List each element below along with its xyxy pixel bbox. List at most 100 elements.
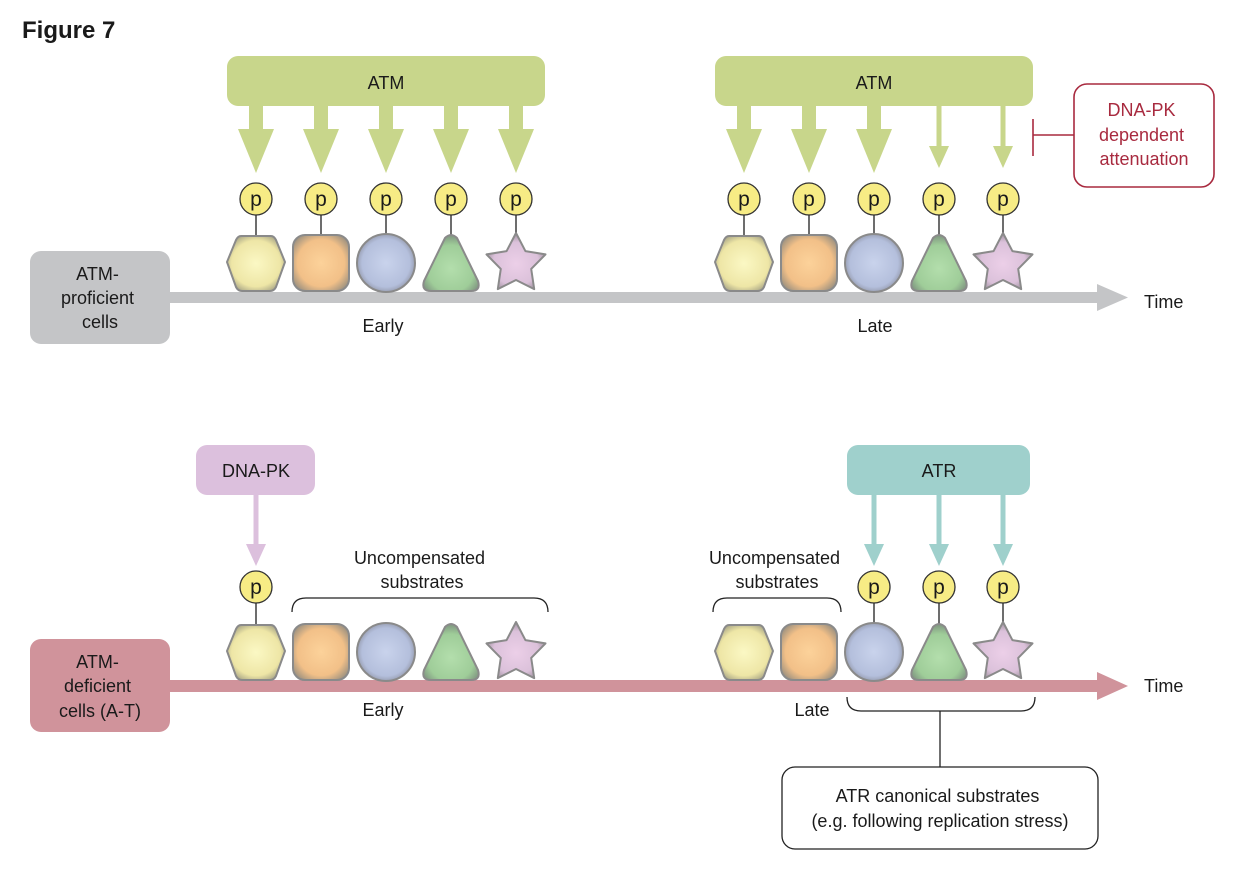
arrow-thin [993,104,1013,168]
attenuation-line: DNA-PK [1107,100,1175,120]
atm-kinase-label-late: ATM [856,73,893,93]
panel-atm-deficient: Time ATM- deficient cells (A-T) DNA-PK U… [30,445,1183,850]
substrate-star [972,621,1034,680]
phosphate-group: p [727,182,761,236]
arrow-head [368,129,404,173]
phosphate-group: p [986,570,1020,625]
time-axis-deficient [165,680,1100,692]
time-point-late: Late [794,700,829,720]
arrow-stem [249,104,263,131]
uncompensated-label-line: Uncompensated [709,548,840,568]
arrow-thick [433,104,469,173]
phosphate-label: p [250,188,262,211]
arrow-stem [509,104,523,131]
arrow-stem [1000,104,1006,148]
substrate [422,623,480,681]
phosphate-group: p [792,182,826,236]
arrow-head [929,146,949,168]
substrate-star [485,621,547,680]
arrow-thick [856,104,892,173]
substrate: p [910,104,968,292]
arrow-stem [444,104,458,131]
substrate-circle [844,233,904,293]
arrow-stem [867,104,881,131]
atr-kinase-box [847,445,1030,495]
uncompensated-label-line: Uncompensated [354,548,485,568]
phosphate-circle [792,182,826,216]
substrate-triangle [910,234,968,292]
substrate-circle [844,622,904,682]
phosphate-circle [986,182,1020,216]
substrate [485,621,547,680]
phosphate-group: p [239,570,273,625]
atr-canonical-box [781,766,1099,850]
arrow-atr [864,495,884,566]
atm-kinase-box-early [227,56,545,106]
phosphate-group: p [369,182,403,236]
substrate-square [780,234,838,292]
arrow-thin [929,104,949,168]
phosphate-circle [499,182,533,216]
phosphate-label: p [315,188,327,211]
uncompensated-label-line: substrates [735,572,818,592]
attenuation-box [1073,83,1215,188]
substrate-triangle [422,234,480,292]
atr-kinase-label: ATR [922,461,957,481]
arrow-head [246,544,266,566]
arrow-thick [303,104,339,173]
substrate-circle [356,622,416,682]
svg-text:ATM- proficient ce: ATM- proficient cells [61,264,139,332]
substrate: p [972,104,1034,291]
phosphate-group: p [434,182,468,236]
cell-label-line: cells [82,312,118,332]
arrow-atr [929,495,949,566]
arrow-head [498,129,534,173]
phosphate-group: p [304,182,338,236]
phosphate-group: p [239,182,273,236]
arrow-head [929,544,949,566]
svg-text:Uncompensated substrates: Uncompensated substrates [709,548,845,592]
phosphate-group: p [857,182,891,236]
phosphate-label: p [250,576,262,599]
phosphate-circle [304,182,338,216]
cell-label-line: deficient [64,676,131,696]
phosphate-label: p [738,188,750,211]
arrow-dnapk [246,495,266,566]
phosphate-circle [369,182,403,216]
substrate: p [292,104,350,292]
substrate [780,623,838,681]
arrow-thick [238,104,274,173]
phosphate-label: p [445,188,457,211]
substrate [713,624,775,681]
time-axis-proficient [165,292,1100,303]
substrate-hexagon [713,235,775,292]
phosphate-label: p [510,188,522,211]
cell-label-box-proficient [30,251,170,344]
phosphate-label: p [997,188,1009,211]
uncompensated-brace-late [712,597,842,613]
arrow-stem [314,104,328,131]
arrow-head [993,146,1013,168]
phosphate-group: p [857,570,891,625]
time-axis-arrowhead [1097,672,1128,700]
phosphate-group: p [499,182,533,236]
time-axis-arrowhead [1097,284,1128,311]
arrow-stem [1000,495,1006,546]
arrow-atr [993,495,1013,566]
phosphate-label: p [803,188,815,211]
arrow-head [433,129,469,173]
cell-label-box-deficient [30,639,170,732]
phosphate-label: p [868,576,880,599]
cell-label-line: ATM- [76,652,119,672]
atm-kinase-label-early: ATM [368,73,405,93]
phosphate-circle [239,182,273,216]
arrow-head [993,544,1013,566]
substrate-square [292,234,350,292]
phosphate-circle [239,570,273,604]
substrate: p [225,104,287,292]
substrate-star [972,232,1034,291]
